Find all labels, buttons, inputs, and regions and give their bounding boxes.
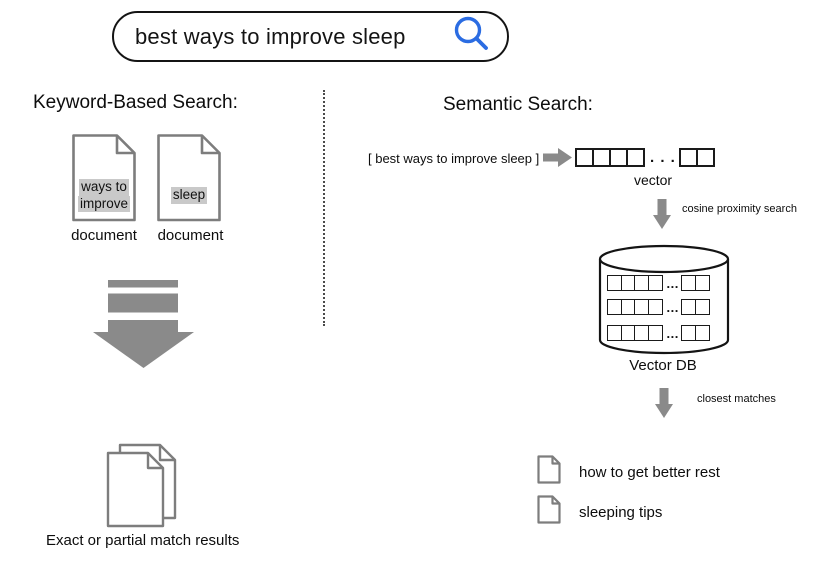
search-input[interactable]: best ways to improve sleep [112, 11, 509, 62]
right-arrow-icon [543, 148, 572, 172]
stacked-documents-icon [106, 443, 178, 534]
semantic-query-text: [ best ways to improve sleep ] [368, 151, 540, 166]
section-divider [323, 90, 325, 326]
keyword-results-caption: Exact or partial match results [46, 532, 240, 549]
vector-cell [647, 299, 663, 315]
search-icon[interactable] [452, 15, 490, 58]
vector-cell [694, 299, 710, 315]
semantic-result-text: sleeping tips [579, 503, 663, 521]
vector-cell [695, 148, 715, 167]
query-vector: . . . [575, 148, 715, 167]
db-vector-row: ... [607, 299, 710, 315]
search-query-text: best ways to improve sleep [135, 23, 406, 49]
document-label: document [157, 227, 224, 244]
vector-cell [694, 275, 710, 291]
highlighted-keywords: sleep [170, 187, 208, 204]
vector-cell [694, 325, 710, 341]
semantic-result-row: sleeping tips [537, 495, 662, 529]
striped-down-arrow-icon [93, 280, 194, 373]
document-label: document [71, 227, 137, 244]
semantic-result-text: how to get better rest [579, 463, 720, 481]
vector-cell [647, 325, 663, 341]
vector-cell [626, 148, 645, 167]
db-vector-row: ... [607, 325, 710, 341]
vector-cell [647, 275, 663, 291]
keyword-search-title: Keyword-Based Search: [33, 92, 238, 113]
highlighted-keywords: ways to improve [77, 179, 130, 212]
vector-ellipsis: ... [666, 275, 679, 291]
document-icon [537, 455, 561, 489]
db-vector-row: ... [607, 275, 710, 291]
vector-ellipsis: . . . [650, 149, 676, 166]
vector-db-label: Vector DB [629, 357, 697, 374]
down-arrow-icon [655, 388, 673, 423]
closest-matches-label: closest matches [697, 393, 776, 405]
cosine-search-label: cosine proximity search [682, 203, 797, 215]
semantic-result-row: how to get better rest [537, 455, 720, 489]
vector-label: vector [633, 172, 673, 188]
document-icon [157, 134, 221, 227]
vector-ellipsis: ... [666, 325, 679, 341]
semantic-search-title: Semantic Search: [443, 94, 593, 115]
vector-ellipsis: ... [666, 299, 679, 315]
document-icon [537, 495, 561, 529]
down-arrow-icon [653, 199, 671, 234]
